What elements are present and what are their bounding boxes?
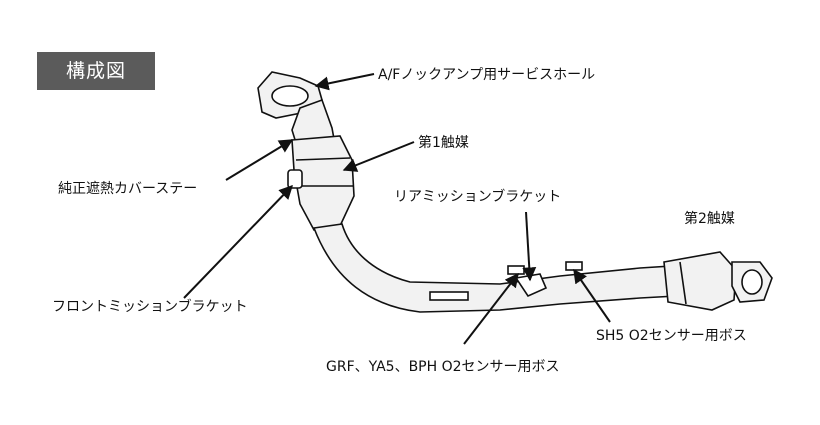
leader-arrows <box>183 73 611 345</box>
label-grf-o2-boss: GRF、YA5、BPH O2センサー用ボス <box>326 359 560 375</box>
label-sh5-o2-boss: SH5 O2センサー用ボス <box>596 328 747 344</box>
label-front-mission-bracket: フロントミッションブラケット <box>52 299 248 315</box>
label-af-knock-amp-hole: A/Fノックアンプ用サービスホール <box>378 67 596 83</box>
label-cat1: 第1触媒 <box>418 135 469 151</box>
label-cat2: 第2触媒 <box>684 211 735 227</box>
label-heat-cover-stay: 純正遮熱カバーステー <box>58 181 198 197</box>
label-rear-mission-bracket: リアミッションブラケット <box>394 189 562 205</box>
diagram-title: 構成図 <box>37 52 155 90</box>
downpipe <box>257 71 773 313</box>
